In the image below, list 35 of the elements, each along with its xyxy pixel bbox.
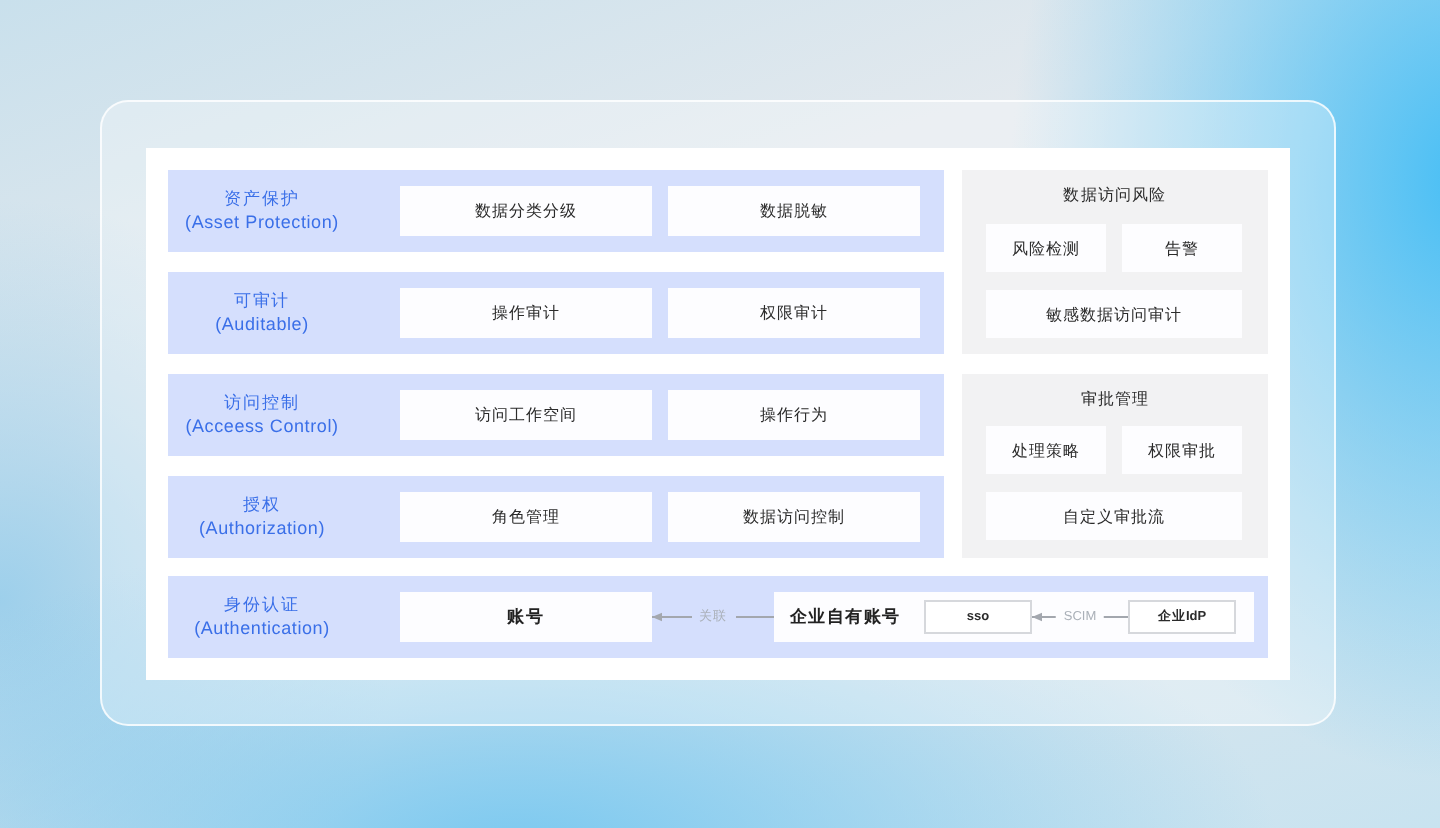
feature-box: 角色管理 (400, 492, 652, 542)
feature-box: 权限审计 (668, 288, 920, 338)
feature-box: 告警 (1122, 224, 1242, 272)
panel-title: 审批管理 (1078, 387, 1152, 410)
account-label: 企业自有账号 (790, 603, 901, 629)
category-band (168, 576, 1268, 658)
band-subtitle: (Authentication) (194, 617, 330, 640)
band-subtitle: (Authorization) (198, 517, 326, 540)
feature-box: 自定义审批流 (986, 492, 1242, 540)
band-subtitle: (Asset Protection) (185, 211, 339, 234)
feature-box: 操作行为 (668, 390, 920, 440)
category-band (168, 374, 944, 456)
feature-box: 权限审批 (1122, 426, 1242, 474)
feature-box: 数据分类分级 (400, 186, 652, 236)
band-title: 身份认证 (224, 594, 300, 617)
feature-box: 操作审计 (400, 288, 652, 338)
arrow (651, 612, 775, 622)
band-subtitle: (Acceess Control) (185, 415, 339, 438)
feature-box: 数据访问控制 (668, 492, 920, 542)
band-title: 访问控制 (224, 392, 300, 415)
category-band (168, 476, 944, 558)
band-title: 资产保护 (224, 188, 300, 211)
account-box: 账号 (400, 592, 652, 642)
category-band (168, 170, 944, 252)
feature-box: 数据脱敏 (668, 186, 920, 236)
category-band (168, 272, 944, 354)
feature-box: 访问工作空间 (400, 390, 652, 440)
band-title: 授权 (243, 494, 281, 517)
feature-box: 处理策略 (986, 426, 1106, 474)
feature-box: 敏感数据访问审计 (986, 290, 1242, 338)
band-subtitle: (Auditable) (215, 313, 309, 336)
feature-box: 风险检测 (986, 224, 1106, 272)
account-group-box (774, 592, 1254, 642)
panel-title: 数据访问风险 (1061, 183, 1169, 206)
band-title: 可审计 (233, 290, 291, 313)
